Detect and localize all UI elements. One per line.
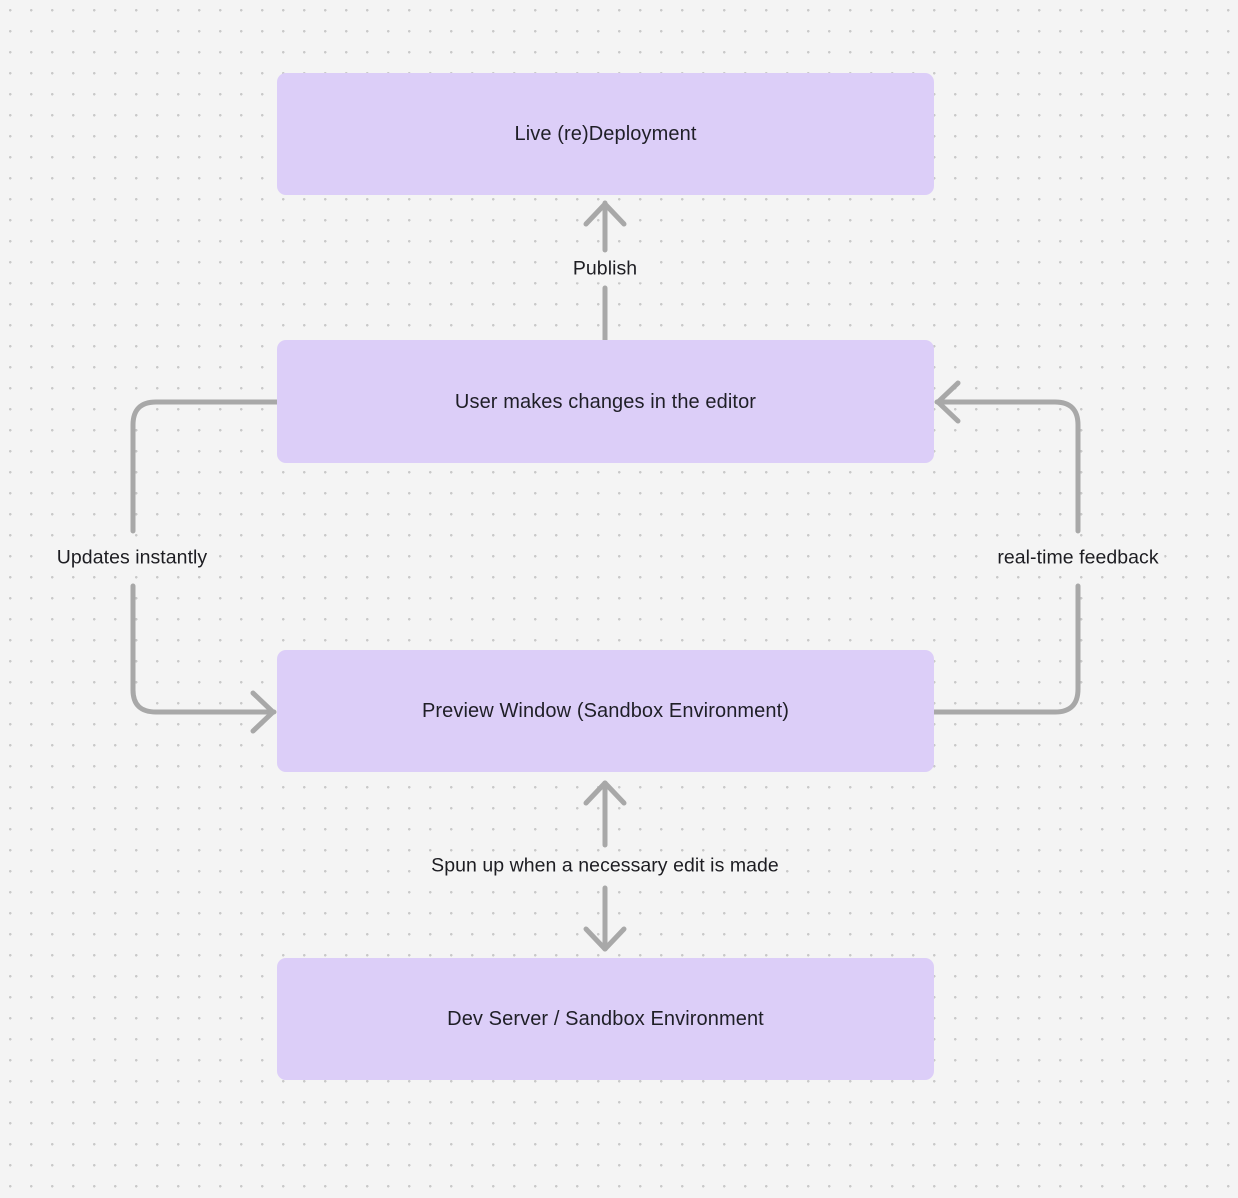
node-dev-server[interactable]: Dev Server / Sandbox Environment [277, 958, 934, 1080]
edge-label-updates-instantly: Updates instantly [50, 544, 214, 572]
node-user-edits[interactable]: User makes changes in the editor [277, 340, 934, 463]
node-live-deployment[interactable]: Live (re)Deployment [277, 73, 934, 195]
node-preview-window[interactable]: Preview Window (Sandbox Environment) [277, 650, 934, 772]
node-label: Preview Window (Sandbox Environment) [421, 700, 790, 722]
node-label: Dev Server / Sandbox Environment [447, 1008, 764, 1030]
edge-label-real-time-feedback: real-time feedback [991, 544, 1165, 572]
node-label: Live (re)Deployment [514, 123, 697, 145]
node-label: User makes changes in the editor [454, 390, 757, 413]
edge-label-spun-up: Spun up when a necessary edit is made [425, 852, 785, 880]
edge-label-publish: Publish [566, 255, 644, 283]
